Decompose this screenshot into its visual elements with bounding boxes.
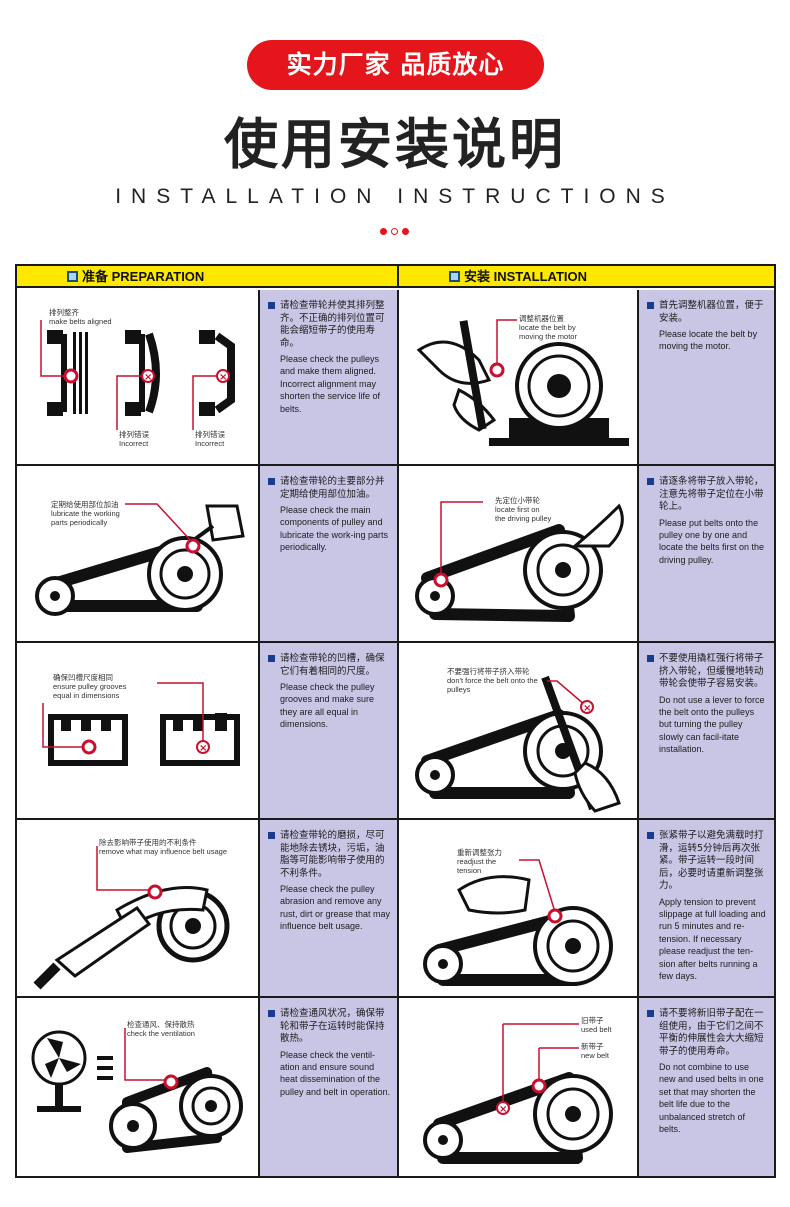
instruction-en: Please check the ventil-ation and ensure… xyxy=(280,1049,391,1097)
instruction-cn: 请检查带轮的主要部分并定期给使用部位加油。 xyxy=(268,476,391,501)
instruction-en: Apply tension to prevent slippage at ful… xyxy=(659,896,766,981)
section-header-installation: 安装 INSTALLATION xyxy=(399,266,774,288)
instruction-cn: 请不要将新旧带子配在一组使用，由于它们之间不平衡的伸展性会大大缩短带子的使用寿命… xyxy=(647,1008,768,1058)
instruction-en: Please check the pulley grooves and make… xyxy=(280,682,375,730)
instruction-cn: 请检查通风状况，确保带轮和带子在运转时能保持散热。 xyxy=(268,1008,391,1046)
instruction-en: Please check the pulley abrasion and rem… xyxy=(280,884,391,932)
instruction-cn: 请检查带轮的凹槽，确保它们有着相同的尺度。 xyxy=(268,653,391,678)
fan-icon xyxy=(31,1028,243,1153)
install-text-old-new-belts: 请不要将新旧带子配在一组使用，由于它们之间不平衡的伸展性会大大缩短带子的使用寿命… xyxy=(639,998,774,1176)
instruction-en: Please check the main components of pull… xyxy=(280,505,389,553)
instruction-cn: 首先调整机器位置，便于安装。 xyxy=(647,300,768,325)
page-title: 使用安装说明 xyxy=(224,113,566,176)
svg-text:×: × xyxy=(199,743,207,754)
install-text-motor: 首先调整机器位置，便于安装。 Please locate the belt by… xyxy=(639,290,774,466)
instruction-en: Please check the pulleys and make them a… xyxy=(280,354,381,414)
divider-dots xyxy=(380,228,410,236)
alignment-icon: × × xyxy=(40,320,235,430)
install-text-tension: 张紧带子以避免满载时打滑，运转5分钟后再次张紧。带子运转一段时间后，必要时请重新… xyxy=(639,820,774,998)
instruction-cn: 张紧带子以避免满载时打滑，运转5分钟后再次张紧。带子运转一段时间后，必要时请重新… xyxy=(647,830,768,893)
square-icon xyxy=(67,271,78,282)
square-icon xyxy=(449,271,460,282)
install-text-lever: 不要使用撬杠强行将带子挤入带轮，但缓慢地转动带轮会使带子容易安装。 Do not… xyxy=(639,643,774,820)
prep-text-ventilation: 请检查通风状况，确保带轮和带子在运转时能保持散热。 Please check t… xyxy=(260,998,399,1176)
instruction-en: Please put belts onto the pulley one by … xyxy=(659,517,765,565)
belt-pulley-icon xyxy=(415,501,624,622)
header-badge: 实力厂家 品质放心 xyxy=(247,40,544,90)
oil-can-icon xyxy=(35,503,245,616)
prep-text-lubricate: 请检查带轮的主要部分并定期给使用部位加油。 Please check the m… xyxy=(260,466,399,643)
instruction-cn: 不要使用撬杠强行将带子挤入带轮，但缓慢地转动带轮会使带子容易安装。 xyxy=(647,653,768,691)
prep-text-alignment: 请检查带轮并使其排列整齐。不正确的排列位置可能会缩短带子的使用寿命。 Pleas… xyxy=(260,290,399,466)
svg-text:×: × xyxy=(499,1104,507,1115)
section-label: 准备 PREPARATION xyxy=(82,269,205,284)
prep-text-abrasion: 请检查带轮的磨损，尽可能地除去锈块，污垢，油脂等可能影响带子使用的不利条件。 P… xyxy=(260,820,399,998)
instruction-cn: 请检查带轮的磨损，尽可能地除去锈块，污垢，油脂等可能影响带子使用的不利条件。 xyxy=(268,830,391,880)
svg-text:×: × xyxy=(583,703,591,714)
instruction-en: Do not combine to use new and used belts… xyxy=(659,1062,764,1135)
section-label: 安装 INSTALLATION xyxy=(464,269,588,284)
section-header-preparation: 准备 PREPARATION xyxy=(17,266,399,288)
tension-icon xyxy=(423,859,613,986)
groove-icon: × xyxy=(42,682,240,766)
instruction-cn: 请检查带轮并使其排列整齐。不正确的排列位置可能会缩短带子的使用寿命。 xyxy=(268,300,391,350)
instruction-en: Do not use a lever to force the belt ont… xyxy=(659,694,765,755)
instruction-cn: 请逐条将带子放入带轮，注意先将带子定位在小带轮上。 xyxy=(647,476,768,514)
install-text-driving-pulley: 请逐条将带子放入带轮，注意先将带子定位在小带轮上。 Please put bel… xyxy=(639,466,774,643)
svg-text:×: × xyxy=(144,372,152,383)
page-subtitle: INSTALLATION INSTRUCTIONS xyxy=(115,185,675,208)
prep-text-grooves: 请检查带轮的凹槽，确保它们有着相同的尺度。 Please check the p… xyxy=(260,643,399,820)
instruction-en: Please locate the belt by moving the mot… xyxy=(659,329,758,352)
motor-icon xyxy=(416,319,629,446)
svg-text:×: × xyxy=(219,372,227,383)
brush-icon xyxy=(33,846,230,990)
lever-icon: × xyxy=(415,675,621,813)
old-new-belt-icon: × xyxy=(423,1023,613,1164)
